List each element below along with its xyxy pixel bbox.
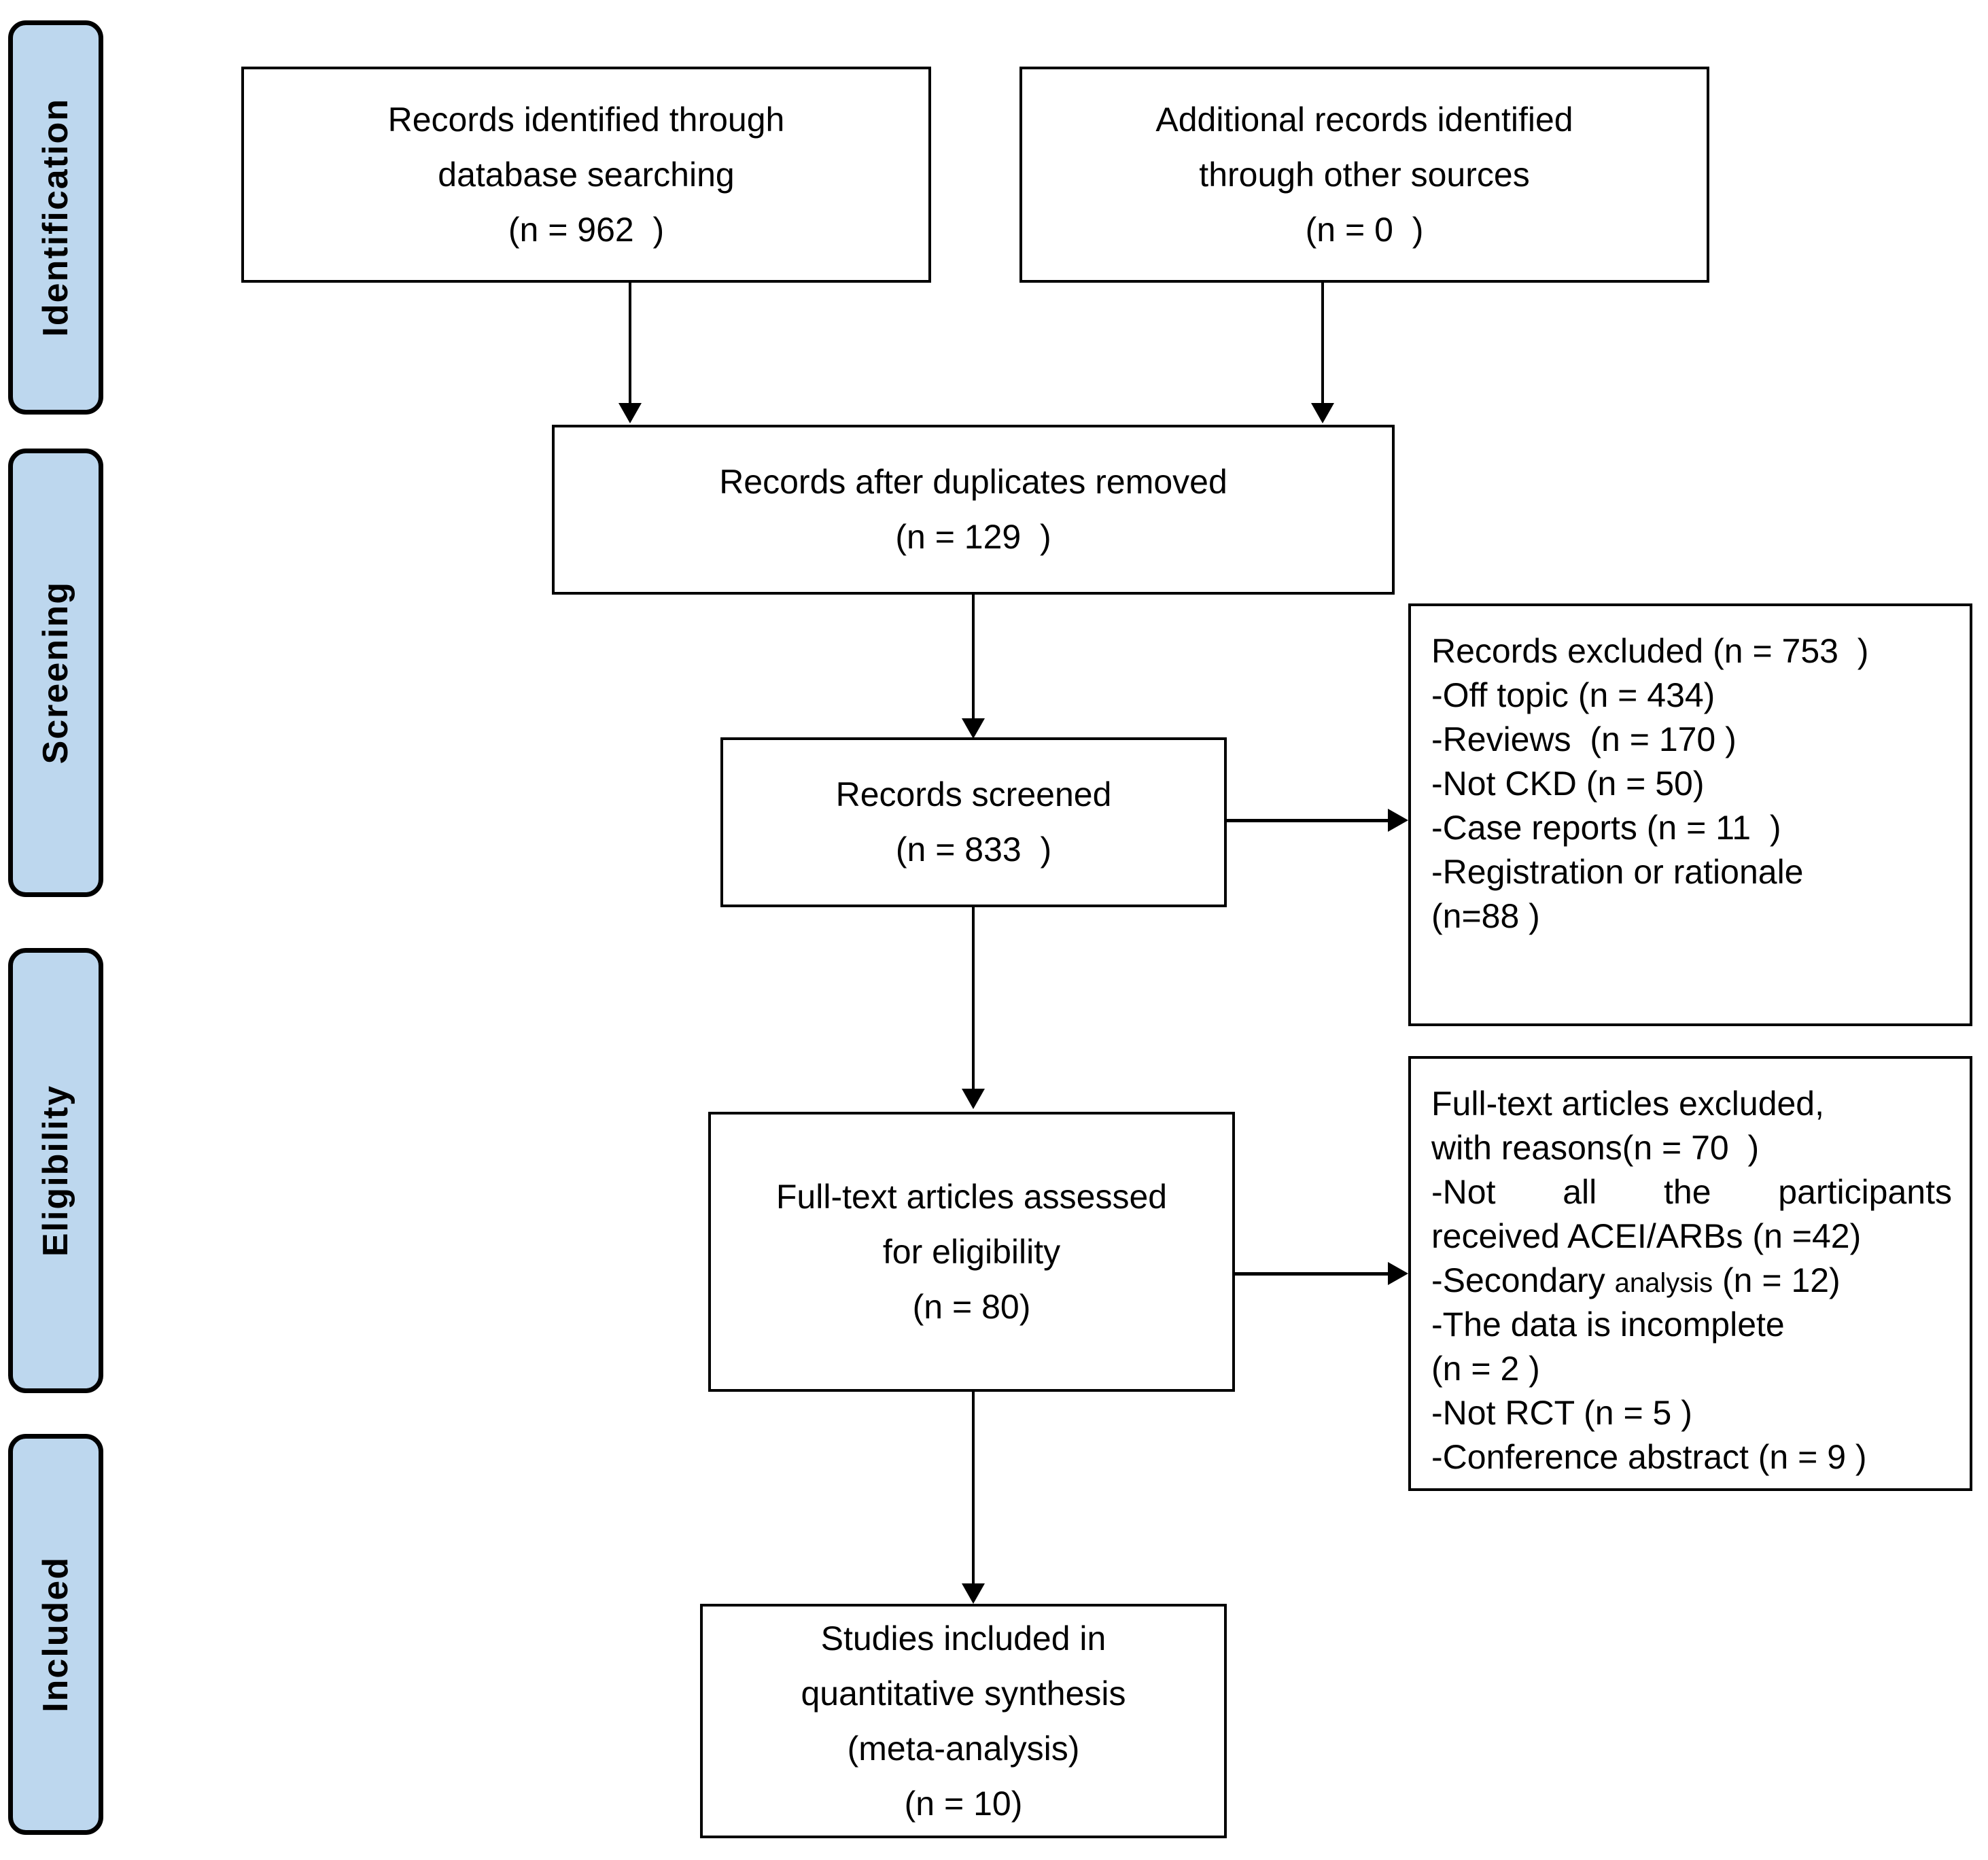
box-line: database searching [438,155,735,194]
box-line: with reasons(n = 70 ) [1431,1129,1760,1167]
box-line: Records excluded (n = 753 ) [1431,632,1869,670]
box-line: (n=88 ) [1431,897,1540,935]
box-records-identified-database: Records identified through database sear… [241,67,931,283]
stage-pill-eligibility: Eligibility [8,948,103,1393]
box-line-secondary-analysis: -Secondary analysis (n = 12) [1431,1259,1841,1303]
box-line: (meta-analysis) [847,1729,1080,1768]
arrowhead-duplicates-to-screened [962,718,985,739]
arrowhead-screened-to-fulltext-assessed [962,1089,985,1109]
stage-pill-screening: Screening [8,449,103,897]
arrowhead-other-sources-to-duplicates [1311,403,1334,423]
box-records-after-duplicates-removed: Records after duplicates removed (n = 12… [552,425,1395,595]
connector-assessed-to-included-studies [972,1392,975,1589]
connector-screened-to-fulltext-assessed [972,907,975,1094]
connector-db-search-to-duplicates [629,283,631,408]
box-line: Records screened [835,775,1112,813]
arrowhead-db-search-to-duplicates [618,403,642,423]
connector-assessed-to-fulltext-excluded [1235,1272,1390,1276]
box-line: -Registration or rationale [1431,853,1804,891]
box-line: (n = 962 ) [508,210,665,249]
box-line: through other sources [1199,155,1530,194]
box-line: -Case reports (n = 11 ) [1431,809,1781,847]
box-line: -Not CKD (n = 50) [1431,765,1705,803]
box-line: -Not all the participants [1431,1173,1952,1211]
box-records-screened: Records screened (n = 833 ) [720,737,1227,907]
box-line: for eligibility [882,1232,1061,1271]
box-line: -Off topic (n = 434) [1431,676,1715,714]
box-line: -Reviews (n = 170 ) [1431,720,1737,758]
box-line: Full-text articles assessed [775,1177,1168,1216]
connector-screened-to-records-excluded [1227,819,1390,822]
box-line: (n = 0 ) [1305,210,1424,249]
secondary-prefix: -Secondary [1431,1261,1615,1299]
secondary-count: (n = 12) [1713,1261,1841,1299]
secondary-analysis-word: analysis [1614,1268,1713,1298]
box-line: -Not RCT (n = 5 ) [1431,1394,1692,1432]
box-line: Records identified through [387,100,785,139]
arrowhead-assessed-to-fulltext-excluded [1388,1262,1408,1285]
box-line: quantitative synthesis [801,1674,1126,1713]
box-line: (n = 80) [912,1287,1031,1326]
stage-label-eligibility: Eligibility [36,1084,75,1257]
stage-label-identification: Identification [36,98,75,337]
box-line: -The data is incomplete [1431,1305,1785,1344]
stage-pill-identification: Identification [8,20,103,415]
stage-label-included: Included [36,1556,75,1713]
box-line: Records after duplicates removed [719,463,1227,501]
box-line: (n = 10) [904,1784,1023,1823]
box-line: Full-text articles excluded, [1431,1085,1825,1123]
arrowhead-screened-to-records-excluded [1388,809,1408,832]
box-line: (n = 2 ) [1431,1350,1540,1388]
box-line: Studies included in [820,1619,1106,1657]
box-line: received ACEI/ARBs (n =42) [1431,1217,1862,1255]
connector-other-sources-to-duplicates [1321,283,1324,408]
box-fulltext-articles-excluded: Full-text articles excluded, with reason… [1408,1056,1972,1491]
box-line: -Conference abstract (n = 9 ) [1431,1438,1867,1476]
box-line: (n = 129 ) [895,518,1051,556]
box-studies-included: Studies included in quantitative synthes… [700,1604,1227,1838]
stage-pill-included: Included [8,1434,103,1835]
stage-label-screening: Screening [36,581,75,765]
box-fulltext-articles-assessed: Full-text articles assessed for eligibil… [708,1112,1235,1392]
box-line: Additional records identified [1155,100,1573,139]
arrowhead-assessed-to-included-studies [962,1583,985,1604]
box-additional-records-other-sources: Additional records identified through ot… [1019,67,1709,283]
box-records-excluded: Records excluded (n = 753 ) -Off topic (… [1408,603,1972,1026]
connector-duplicates-to-screened [972,595,975,724]
box-line: (n = 833 ) [895,830,1052,868]
